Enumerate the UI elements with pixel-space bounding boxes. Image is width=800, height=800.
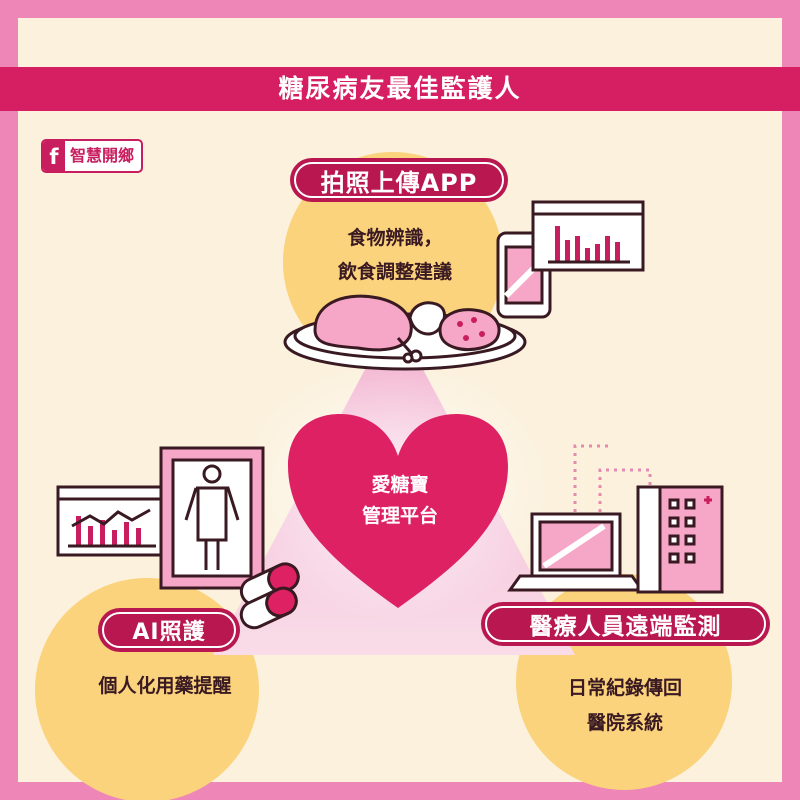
left-label: AI照護 (132, 620, 206, 645)
center-line-1: 愛糖寶 (371, 474, 429, 496)
brand-badge: f 智慧開鄉 (41, 139, 144, 173)
laptop-icon (507, 512, 645, 592)
right-label: 醫療人員遠端監測 (529, 614, 722, 640)
right-line-1: 日常紀錄傳回 (567, 677, 682, 699)
facebook-icon: f (43, 141, 65, 171)
top-label: 拍照上傳APP (320, 168, 478, 197)
top-label-pill: 拍照上傳APP (290, 158, 508, 202)
right-line-2: 醫院系統 (586, 712, 663, 734)
hospital-icon (636, 485, 724, 594)
chart-window-icon (531, 200, 645, 272)
top-line-1: 食物辨識， (347, 227, 443, 249)
title-banner (0, 67, 800, 111)
left-line-1: 個人化用藥提醒 (98, 675, 232, 697)
line-chart-window-icon (56, 485, 168, 557)
brand-name: 智慧開鄉 (70, 146, 135, 165)
top-line-2: 飲食調整建議 (337, 261, 452, 283)
food-plate-icon (283, 294, 527, 371)
center-line-2: 管理平台 (361, 505, 438, 527)
capsule-icon (239, 562, 300, 630)
body-scan-icon (159, 446, 265, 590)
page-title: 糖尿病友最佳監護人 (278, 74, 522, 103)
center-heart-text: 愛糖寶 管理平台 (310, 470, 490, 532)
right-label-pill: 醫療人員遠端監測 (481, 602, 770, 646)
left-label-pill: AI照護 (98, 608, 240, 652)
connection-lines (573, 444, 652, 512)
heart-shape (288, 414, 508, 608)
